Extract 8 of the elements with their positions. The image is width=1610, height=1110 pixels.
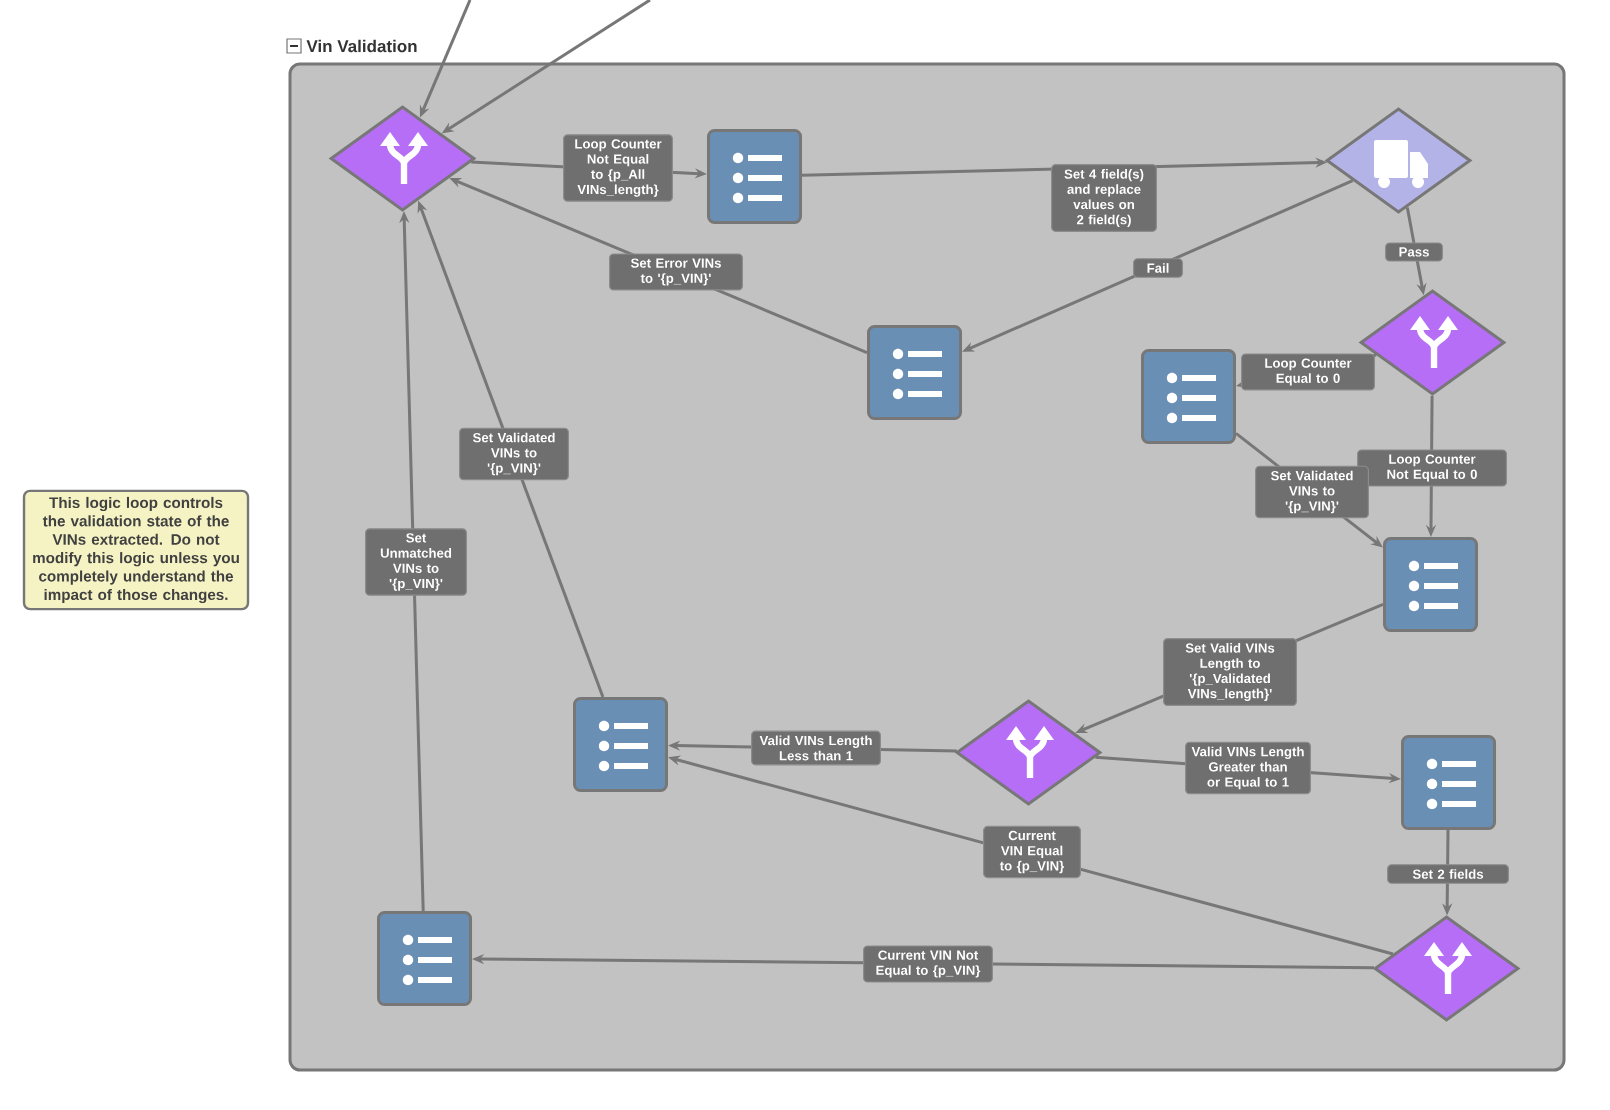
process-box <box>1383 537 1478 632</box>
process-box <box>1141 349 1236 444</box>
process-box <box>867 325 962 420</box>
node-label: Vin Validation <box>306 39 417 53</box>
process-box <box>707 129 802 224</box>
process-box <box>377 911 472 1006</box>
process-box <box>573 697 668 792</box>
process-box <box>1401 735 1496 830</box>
